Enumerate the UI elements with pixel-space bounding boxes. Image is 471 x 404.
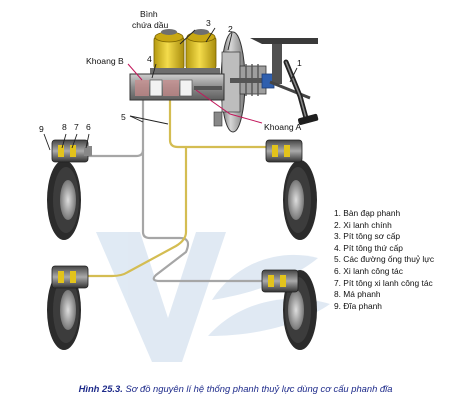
brake-pedal-assembly (250, 38, 319, 126)
pedal-pad (298, 113, 319, 126)
callout-labels: Bình chứa dầu 3 2 1 Khoang B 4 Khoang A … (39, 9, 302, 134)
wheel-front-right (265, 139, 317, 240)
hydraulic-lines (78, 96, 270, 283)
legend-item-3: 3. Pít tông sơ cấp (334, 231, 401, 242)
label-3: 3 (206, 18, 211, 28)
master-cylinder (129, 73, 225, 101)
figure-caption-text: Sơ đồ nguyên lí hệ thống phanh thuỷ lực … (125, 383, 393, 394)
label-binh-chua-dau-line1: Bình (140, 9, 158, 19)
wheel-rear-right (261, 269, 317, 350)
legend-item-5: 5. Các đường ống thuỷ lực (334, 254, 435, 265)
label-9: 9 (39, 124, 44, 134)
hydraulic-line-yellow-front-right (168, 96, 270, 156)
label-khoang-b: Khoang B (86, 56, 124, 66)
legend-item-2: 2. Xi lanh chính (334, 219, 392, 230)
hydraulic-line-gray-rear-right (141, 148, 264, 283)
chamber-b (135, 80, 149, 96)
figure-caption: Hình 25.3. Sơ đồ nguyên lí hệ thống phan… (0, 383, 471, 394)
legend-item-7: 7. Pít tông xi lanh công tác (334, 277, 433, 288)
label-5: 5 (121, 112, 126, 122)
figure-number: Hình 25.3. (78, 383, 123, 394)
label-7: 7 (74, 122, 79, 132)
wheel-front-left (47, 139, 92, 240)
legend-item-6: 6. Xi lanh công tác (334, 265, 403, 276)
chamber-a (163, 80, 179, 96)
legend-item-1: 1. Bàn đạp phanh (334, 208, 401, 218)
label-6: 6 (86, 122, 91, 132)
hydraulic-line-gray-front-left (84, 96, 145, 158)
legend-item-9: 9. Đĩa phanh (334, 300, 382, 311)
legend-item-4: 4. Pít tông thứ cấp (334, 242, 403, 253)
label-binh-chua-dau-line2: chứa dầu (132, 20, 169, 30)
label-1: 1 (297, 58, 302, 68)
fluid-reservoirs (150, 29, 220, 74)
label-4: 4 (147, 54, 152, 64)
leader-lines (43, 27, 298, 151)
parts-legend: 1. Bàn đạp phanh 2. Xi lanh chính 3. Pít… (334, 208, 470, 312)
legend-item-8: 8. Má phanh (334, 289, 381, 300)
label-khoang-a: Khoang A (264, 122, 302, 132)
label-8: 8 (62, 122, 67, 132)
wheel-rear-left (47, 265, 89, 350)
label-2: 2 (228, 24, 233, 34)
hydraulic-line-yellow-rear-left (78, 145, 188, 278)
